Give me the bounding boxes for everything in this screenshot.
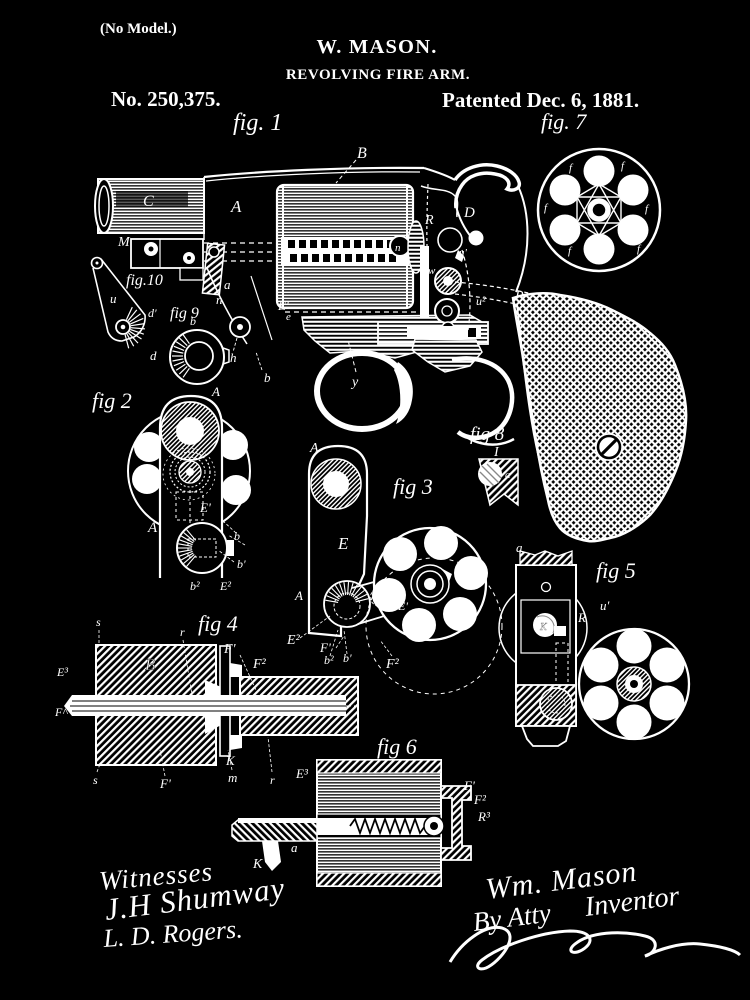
svg-text:b': b'	[343, 651, 352, 665]
svg-text:b': b'	[237, 557, 246, 571]
svg-text:b: b	[190, 314, 196, 328]
svg-text:E': E'	[277, 298, 289, 313]
svg-text:(No Model.): (No Model.)	[100, 21, 177, 37]
svg-text:A: A	[309, 441, 319, 456]
svg-text:fig 3: fig 3	[393, 474, 433, 499]
svg-text:fig 8: fig 8	[470, 424, 505, 445]
svg-text:E²: E²	[219, 579, 231, 593]
svg-text:n: n	[216, 292, 223, 307]
svg-text:a: a	[516, 540, 523, 555]
svg-text:M: M	[117, 235, 131, 250]
svg-text:h: h	[230, 350, 237, 365]
svg-text:f: f	[645, 203, 650, 215]
svg-text:fig 4: fig 4	[198, 611, 238, 636]
svg-text:F': F'	[223, 642, 237, 657]
svg-text:I: I	[493, 445, 500, 460]
svg-text:b²: b²	[190, 579, 200, 593]
svg-text:R: R	[577, 610, 586, 625]
svg-text:u²: u²	[476, 294, 486, 308]
svg-text:F²: F²	[385, 657, 400, 672]
svg-text:No. 250,375.: No. 250,375.	[111, 87, 221, 111]
svg-text:K: K	[539, 622, 548, 633]
svg-text:Patented Dec. 6, 1881.: Patented Dec. 6, 1881.	[442, 88, 639, 112]
svg-text:E': E'	[397, 599, 408, 613]
svg-text:f: f	[544, 202, 549, 214]
svg-text:f: f	[568, 245, 573, 257]
svg-text:fig.10: fig.10	[126, 272, 163, 289]
svg-text:W. MASON.: W. MASON.	[316, 36, 437, 58]
svg-text:fig 5: fig 5	[596, 558, 636, 583]
svg-text:A: A	[230, 197, 242, 216]
svg-text:u: u	[110, 291, 117, 306]
svg-text:b: b	[234, 529, 240, 543]
svg-text:w: w	[428, 265, 436, 277]
svg-text:F²: F²	[473, 792, 487, 807]
svg-text:a: a	[291, 840, 298, 855]
svg-text:m: m	[228, 770, 237, 785]
svg-text:b: b	[264, 370, 271, 385]
svg-text:K: K	[252, 857, 263, 872]
svg-text:y: y	[350, 375, 359, 390]
svg-text:F^: F^	[54, 705, 68, 719]
svg-text:fig 2: fig 2	[92, 388, 132, 413]
svg-text:A: A	[294, 588, 303, 603]
svg-text:f: f	[569, 162, 574, 174]
svg-text:C: C	[143, 193, 154, 210]
svg-text:R: R	[424, 213, 434, 228]
svg-text:F': F'	[319, 640, 331, 655]
svg-text:d: d	[150, 348, 157, 363]
svg-text:E': E'	[199, 500, 211, 515]
svg-text:A: A	[211, 384, 220, 399]
svg-text:e: e	[286, 311, 291, 323]
svg-text:REVOLVING FIRE ARM.: REVOLVING FIRE ARM.	[286, 67, 470, 83]
svg-text:f: f	[637, 243, 642, 255]
svg-text:b²: b²	[324, 653, 334, 667]
svg-text:E³: E³	[56, 665, 68, 679]
svg-text:B: B	[145, 655, 156, 674]
svg-text:n: n	[395, 242, 401, 254]
svg-text:E²: E²	[286, 633, 301, 648]
svg-text:D: D	[463, 205, 475, 221]
svg-text:F': F'	[463, 778, 475, 793]
svg-text:K: K	[225, 753, 236, 768]
svg-text:s: s	[96, 615, 101, 629]
svg-text:r: r	[180, 625, 185, 639]
svg-text:r: r	[270, 773, 275, 787]
svg-text:B: B	[357, 145, 367, 162]
svg-text:u': u'	[600, 598, 610, 613]
svg-text:F²: F²	[252, 657, 267, 672]
svg-text:a: a	[505, 469, 511, 481]
svg-text:F': F'	[159, 776, 171, 791]
svg-text:a: a	[224, 277, 231, 292]
svg-text:fig 6: fig 6	[377, 734, 417, 759]
svg-text:R³: R³	[477, 809, 491, 824]
svg-text:d': d'	[148, 306, 157, 320]
svg-text:E³: E³	[295, 766, 309, 781]
svg-text:f: f	[621, 160, 626, 172]
svg-text:A: A	[147, 520, 158, 536]
svg-text:s: s	[93, 773, 98, 787]
svg-text:fig. 1: fig. 1	[233, 110, 282, 136]
svg-text:E: E	[337, 534, 349, 553]
svg-text:fig 9: fig 9	[170, 305, 199, 322]
svg-text:fig. 7: fig. 7	[541, 109, 587, 134]
